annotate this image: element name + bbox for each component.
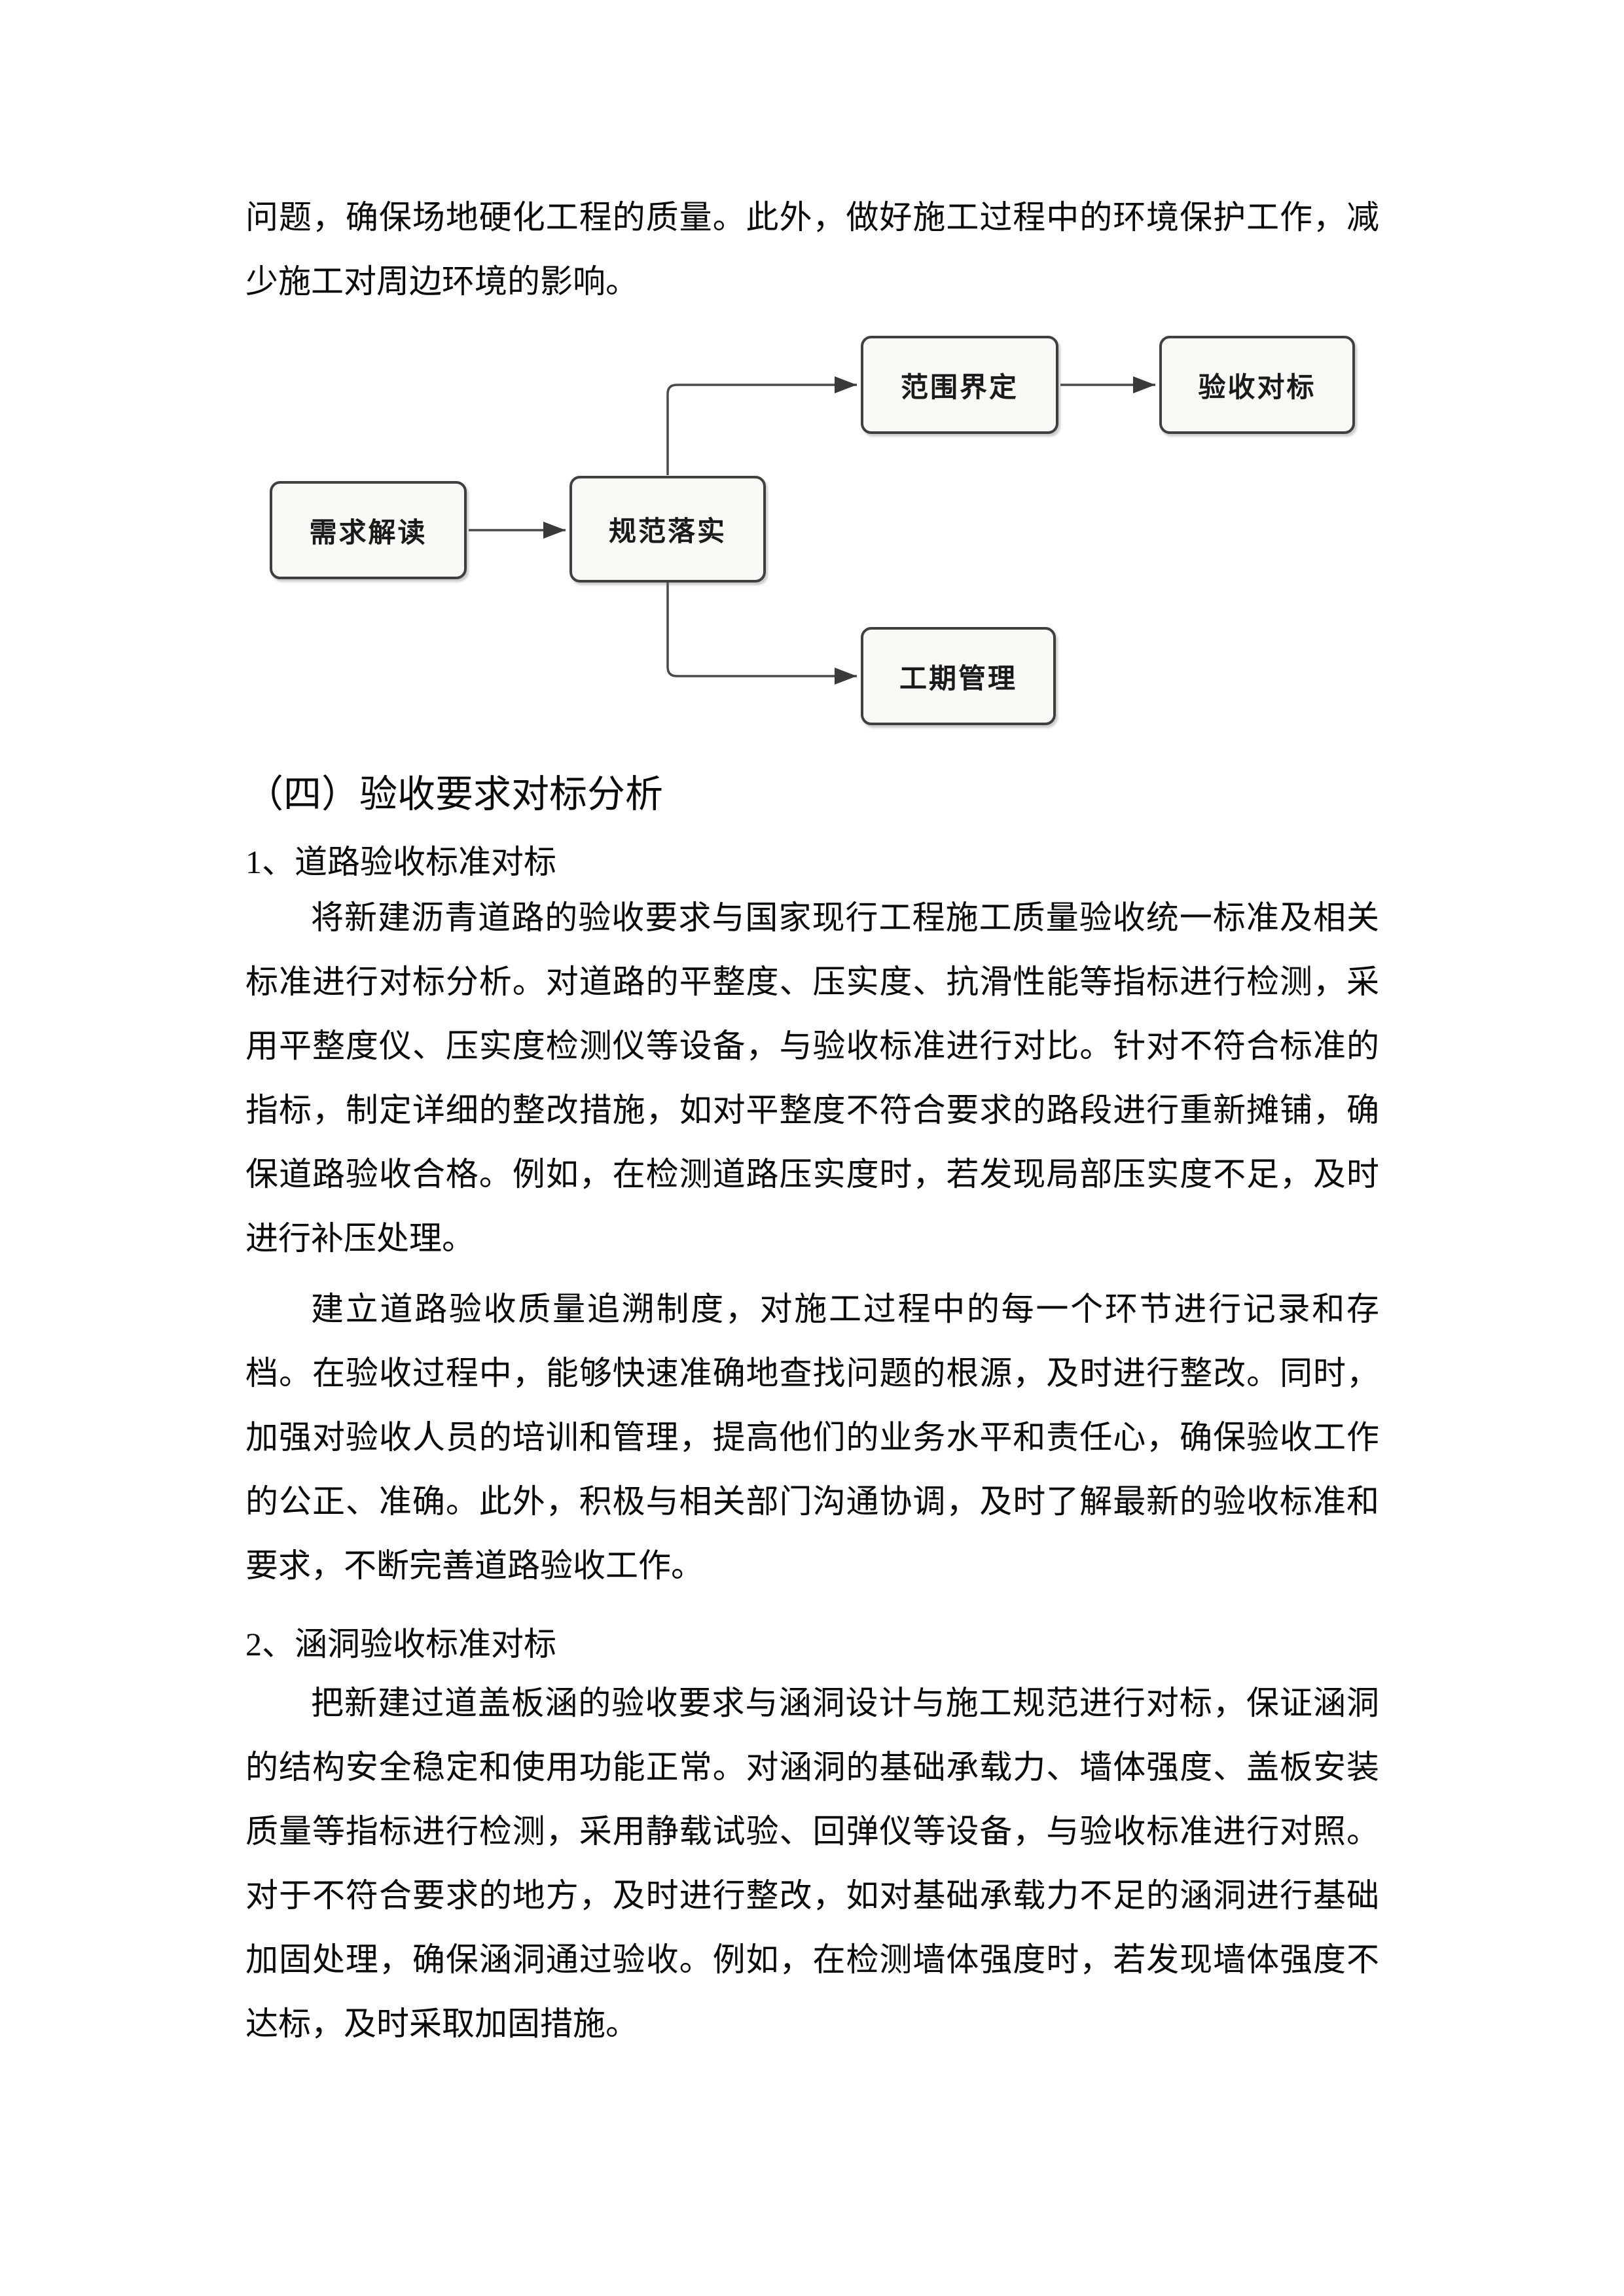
- section-heading: （四）验收要求对标分析: [245, 773, 664, 816]
- flow-node-benchmark: 验收对标: [1159, 336, 1355, 434]
- intro-paragraph: 问题，确保场地硬化工程的质量。此外，做好施工过程中的环境保护工作，减少施工对周边…: [245, 199, 1379, 300]
- subsection-1-paragraph-1: 将新建沥青道路的验收要求与国家现行工程施工质量验收统一标准及相关标准进行对标分析…: [245, 899, 1379, 1257]
- subsection-1-title: 1、道路验收标准对标: [245, 844, 556, 880]
- subsection-2-paragraph-1: 把新建过道盖板涵的验收要求与涵洞设计与施工规范进行对标，保证涵洞的结构安全稳定和…: [245, 1685, 1379, 2042]
- flow-node-schedule: 工期管理: [861, 627, 1056, 725]
- subsection-2-title: 2、涵洞验收标准对标: [245, 1626, 556, 1662]
- flow-node-spec: 规范落实: [569, 476, 766, 583]
- subsection-1-paragraph-2: 建立道路验收质量追溯制度，对施工过程中的每一个环节进行记录和存档。在验收过程中，…: [245, 1291, 1379, 1584]
- flow-node-scope: 范围界定: [861, 336, 1058, 434]
- flow-node-needs: 需求解读: [270, 481, 467, 579]
